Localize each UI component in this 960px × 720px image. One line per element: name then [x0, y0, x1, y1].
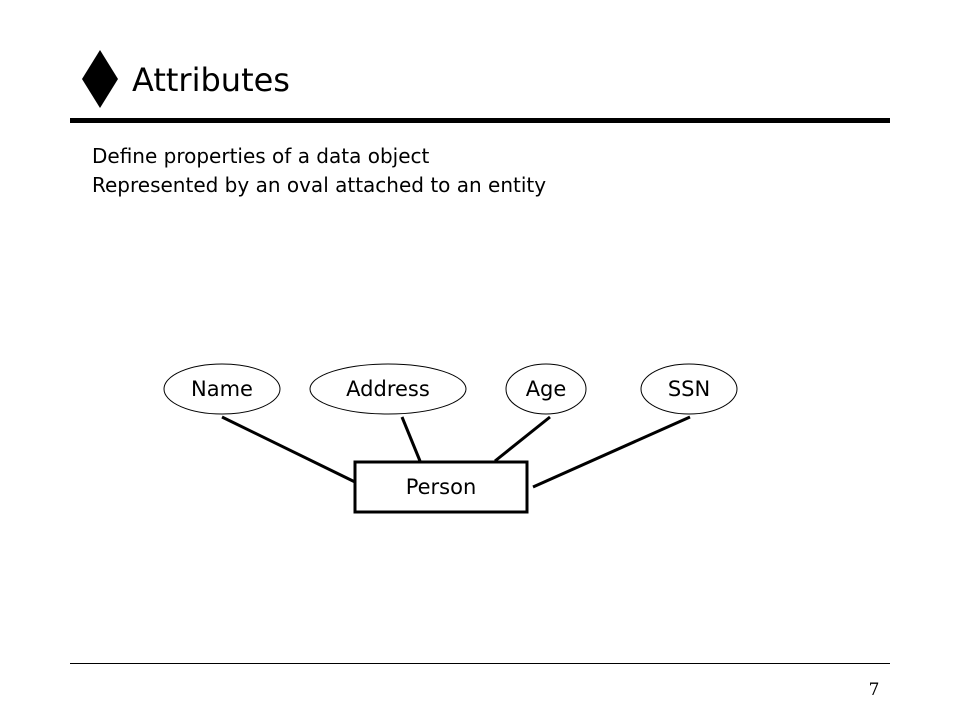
attribute-label: Age	[526, 377, 567, 401]
attribute-label: Name	[191, 377, 253, 401]
attribute-oval-name: Name	[163, 363, 281, 415]
page-number: 7	[868, 680, 880, 700]
bullet-item: Represented by an oval attached to an en…	[92, 173, 547, 197]
attribute-label: Address	[346, 377, 430, 401]
slide-title: Attributes	[132, 61, 290, 99]
footer-divider	[70, 663, 890, 664]
entity-box-person: Person	[353, 460, 529, 514]
connector-age	[494, 415, 551, 463]
bullet-list: Define properties of a data object Repre…	[92, 142, 546, 200]
entity-label: Person	[406, 475, 477, 499]
attribute-oval-address: Address	[309, 363, 467, 415]
connector-ssn	[532, 415, 691, 489]
title-divider	[70, 118, 890, 123]
bullet-item: Define properties of a data object	[92, 144, 430, 168]
attribute-oval-ssn: SSN	[640, 363, 738, 415]
attribute-oval-age: Age	[505, 363, 587, 415]
diamond-bullet-icon	[82, 50, 118, 108]
connector-address	[400, 416, 422, 462]
attribute-label: SSN	[668, 377, 710, 401]
connector-name	[221, 415, 356, 484]
